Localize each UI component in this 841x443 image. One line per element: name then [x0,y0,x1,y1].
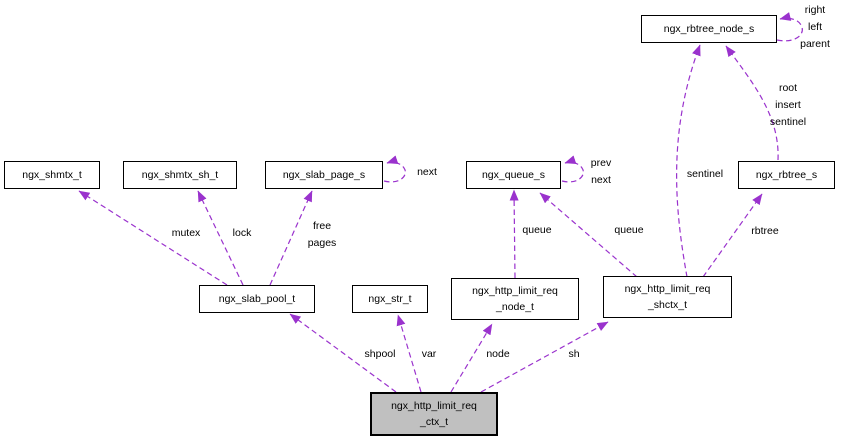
edge-label-right-left-parent: right left parent [800,4,830,50]
node-ngx-http-limit-req-ctx-t[interactable]: ngx_http_limit_req _ctx_t [370,392,498,436]
edge-label-shpool: shpool [364,348,396,360]
edge-queue-from-shctx [539,192,638,278]
edge-label-next: next [417,166,437,178]
edge-var [396,314,422,393]
edge-queue-from-node [509,189,519,279]
edge-sentinel [676,44,701,278]
node-ngx-slab-page-s[interactable]: ngx_slab_page_s [265,161,383,189]
edge-label-rbtree: rbtree [751,225,779,237]
node-ngx-rbtree-node-s[interactable]: ngx_rbtree_node_s [641,15,777,43]
edge-label-queue-left: queue [522,224,552,236]
edge-label-mutex: mutex [171,227,201,239]
edge-label-var: var [421,348,437,360]
edge-self-loop-slab-page [383,155,406,183]
edge-rbtree-s-to-rbtree-node [725,45,779,161]
edge-label-queue-right: queue [614,224,644,236]
node-ngx-http-limit-req-shctx-t[interactable]: ngx_http_limit_req _shctx_t [603,276,732,318]
edge-label-sh: sh [568,348,580,360]
edge-self-loop-rbtree-node [776,12,803,42]
edge-shpool [289,313,397,393]
edge-node [450,323,493,393]
node-ngx-shmtx-sh-t[interactable]: ngx_shmtx_sh_t [123,161,237,189]
node-ngx-rbtree-s[interactable]: ngx_rbtree_s [738,161,835,189]
edge-label-lock: lock [232,227,252,239]
edge-self-loop-queue [561,155,584,183]
node-ngx-shmtx-t[interactable]: ngx_shmtx_t [4,161,100,189]
node-ngx-slab-pool-t[interactable]: ngx_slab_pool_t [199,285,315,313]
node-ngx-queue-s[interactable]: ngx_queue_s [466,161,561,189]
edge-label-root-insert-sentinel: root insert sentinel [769,82,807,128]
node-ngx-str-t[interactable]: ngx_str_t [352,285,428,313]
edge-mutex [78,190,228,286]
edge-sh [480,321,609,393]
node-ngx-http-limit-req-node-t[interactable]: ngx_http_limit_req _node_t [451,278,579,320]
edge-label-free-pages: free pages [307,220,337,249]
edge-rbtree [702,193,763,278]
edge-label-node: node [486,348,510,360]
edge-label-sentinel: sentinel [686,168,724,180]
edge-free-pages [269,190,313,286]
edge-label-prev-next: prev next [590,157,612,186]
